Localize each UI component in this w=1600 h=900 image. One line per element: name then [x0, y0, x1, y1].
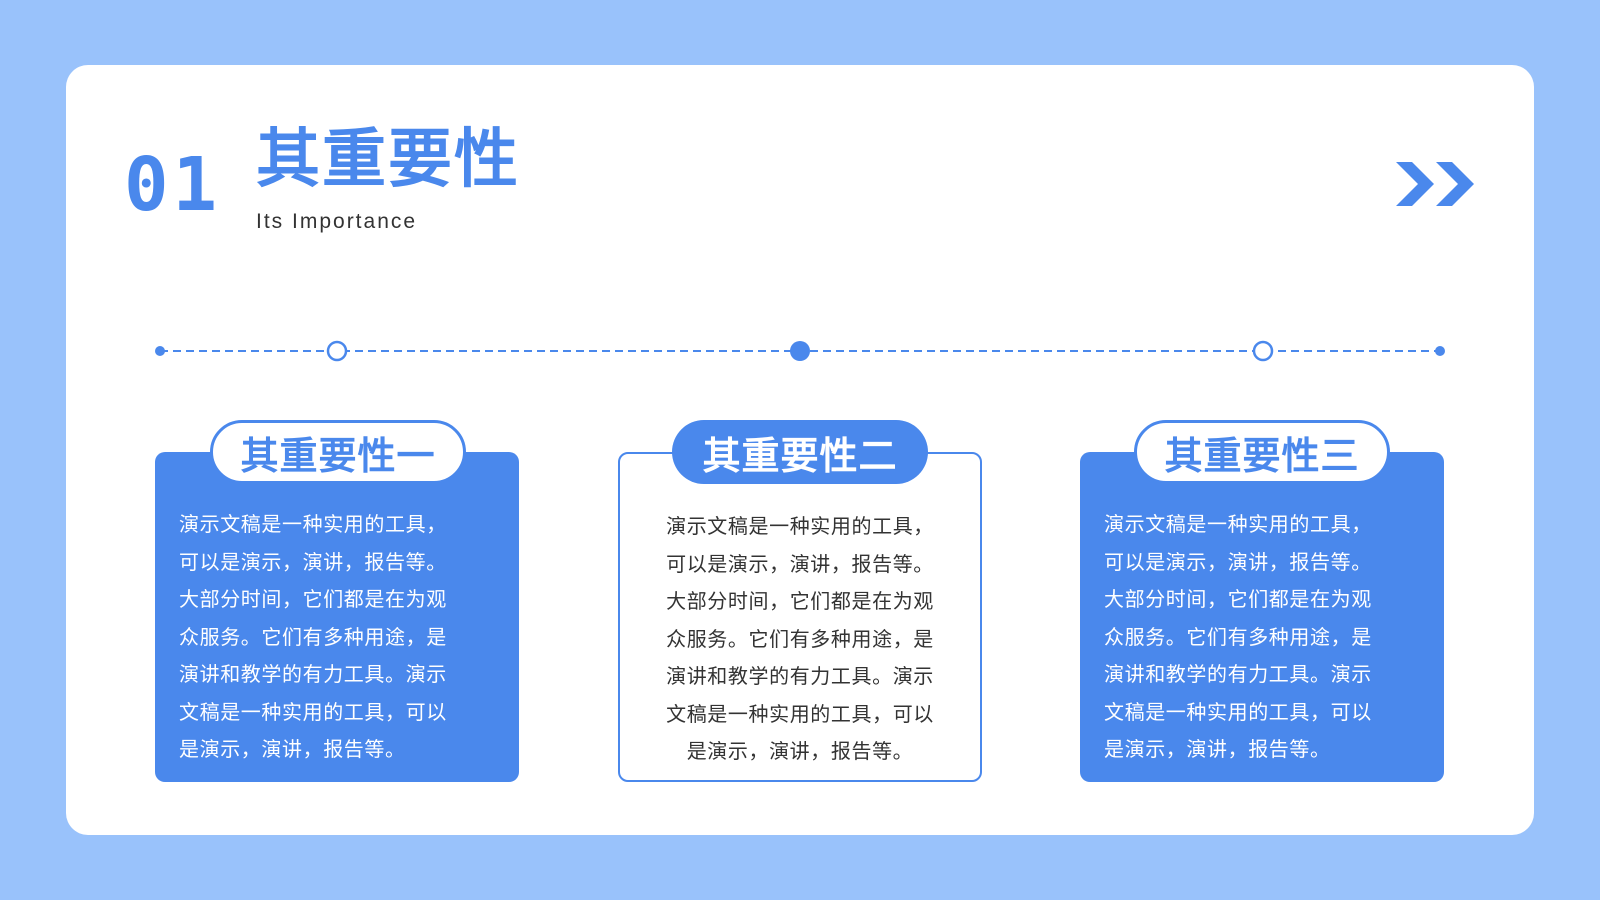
card-body: 演示文稿是一种实用的工具， 可以是演示，演讲，报告等。 大部分时间，它们都是在为… — [666, 514, 934, 763]
card-1: 演示文稿是一种实用的工具， 可以是演示，演讲，报告等。 大部分时间，它们都是在为… — [155, 452, 519, 782]
card-3-badge: 其重要性三 — [1134, 420, 1390, 484]
timeline-node-2 — [790, 341, 810, 361]
card-2-badge: 其重要性二 — [672, 420, 928, 484]
card-body: 演示文稿是一种实用的工具， 可以是演示，演讲，报告等。 大部分时间，它们都是在为… — [1104, 512, 1372, 761]
page-subtitle: Its Importance — [256, 210, 418, 233]
section-number: 01 — [124, 142, 222, 228]
timeline-node-3 — [1252, 340, 1274, 362]
card-2: 演示文稿是一种实用的工具， 可以是演示，演讲，报告等。 大部分时间，它们都是在为… — [618, 452, 982, 782]
card-body: 演示文稿是一种实用的工具， 可以是演示，演讲，报告等。 大部分时间，它们都是在为… — [179, 512, 447, 761]
timeline-end-dot — [1435, 346, 1445, 356]
timeline — [155, 340, 1445, 362]
card-3: 演示文稿是一种实用的工具， 可以是演示，演讲，报告等。 大部分时间，它们都是在为… — [1080, 452, 1444, 782]
page-title: 其重要性 — [256, 123, 520, 197]
double-chevron-right-icon[interactable] — [1396, 162, 1480, 206]
card-1-badge: 其重要性一 — [210, 420, 466, 484]
timeline-node-1 — [326, 340, 348, 362]
timeline-end-dot — [155, 346, 165, 356]
